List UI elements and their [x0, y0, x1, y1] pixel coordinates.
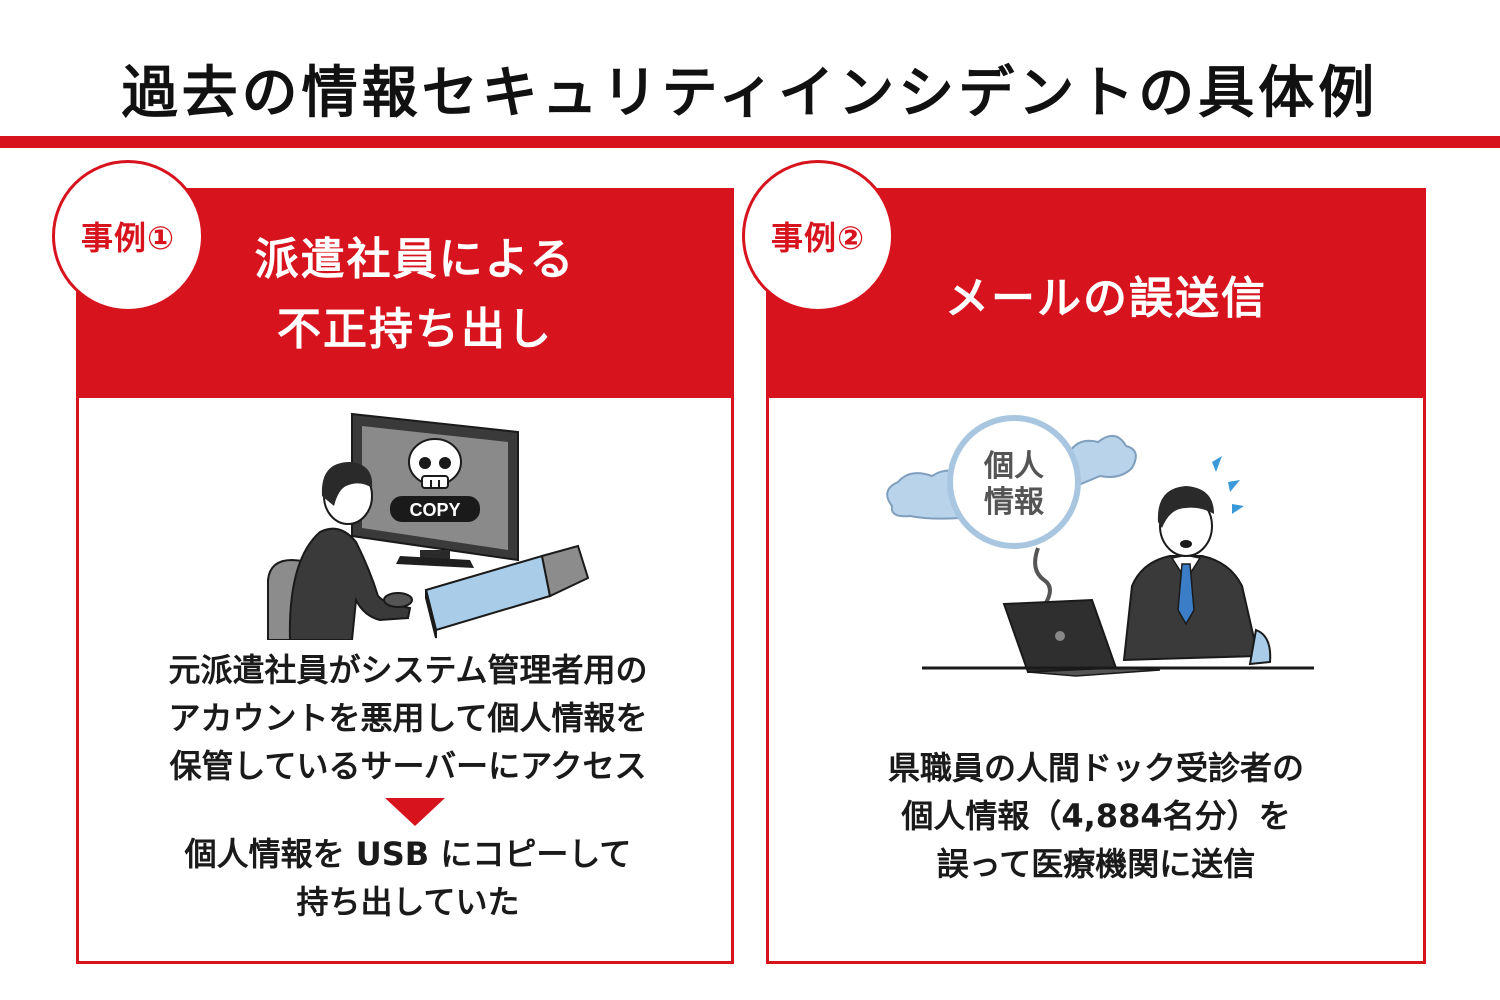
case1-heading-line: 不正持ち出し [277, 303, 553, 355]
case2-description-line: 個人情報（4,884名分）を [901, 797, 1291, 835]
case1-heading-line: 派遣社員による [254, 233, 576, 285]
case2-description: 県職員の人間ドック受診者の 個人情報（4,884名分）を 誤って医療機関に送信 [766, 744, 1426, 888]
case1-description-line: 元派遣社員がシステム管理者用の [168, 651, 648, 689]
case1-result-line: 個人情報を USB にコピーして [184, 835, 632, 873]
data-theft-illustration: COPY [267, 412, 590, 640]
case1-result: 個人情報を USB にコピーして 持ち出していた [76, 830, 740, 926]
bubble-text: 情報 [984, 485, 1045, 520]
case2-description-line: 誤って医療機関に送信 [936, 845, 1256, 883]
case1-description-line: 保管しているサーバーにアクセス [169, 747, 647, 785]
usb-drive-icon [424, 544, 590, 639]
bubble-text: 個人 [983, 449, 1044, 484]
case-card-2: メールの誤送信 [766, 188, 1426, 964]
businessman-icon [1122, 486, 1272, 666]
sweat-drops-icon [1212, 456, 1244, 514]
down-arrow-icon [385, 798, 445, 826]
skull-icon [408, 438, 462, 489]
case1-badge: 事例① [52, 160, 204, 312]
case1-description: 元派遣社員がシステム管理者用の アカウントを悪用して個人情報を 保管しているサー… [76, 646, 740, 790]
case2-description-line: 県職員の人間ドック受診者の [887, 749, 1304, 787]
case1-result-line: 持ち出していた [296, 883, 520, 921]
case2-heading-line: メールの誤送信 [945, 272, 1267, 324]
copy-label: COPY [409, 500, 460, 520]
page-title: 過去の情報セキュリティインシデントの具体例 [121, 61, 1379, 126]
person-icon [288, 462, 413, 640]
case1-description-line: アカウントを悪用して個人情報を [168, 699, 648, 737]
monitor-icon [351, 412, 519, 568]
flying-cloud-icon [886, 415, 1137, 549]
email-mistake-illustration: 個人 情報 [886, 415, 1314, 677]
case2-badge: 事例② [742, 160, 894, 312]
title-divider [0, 136, 1500, 148]
